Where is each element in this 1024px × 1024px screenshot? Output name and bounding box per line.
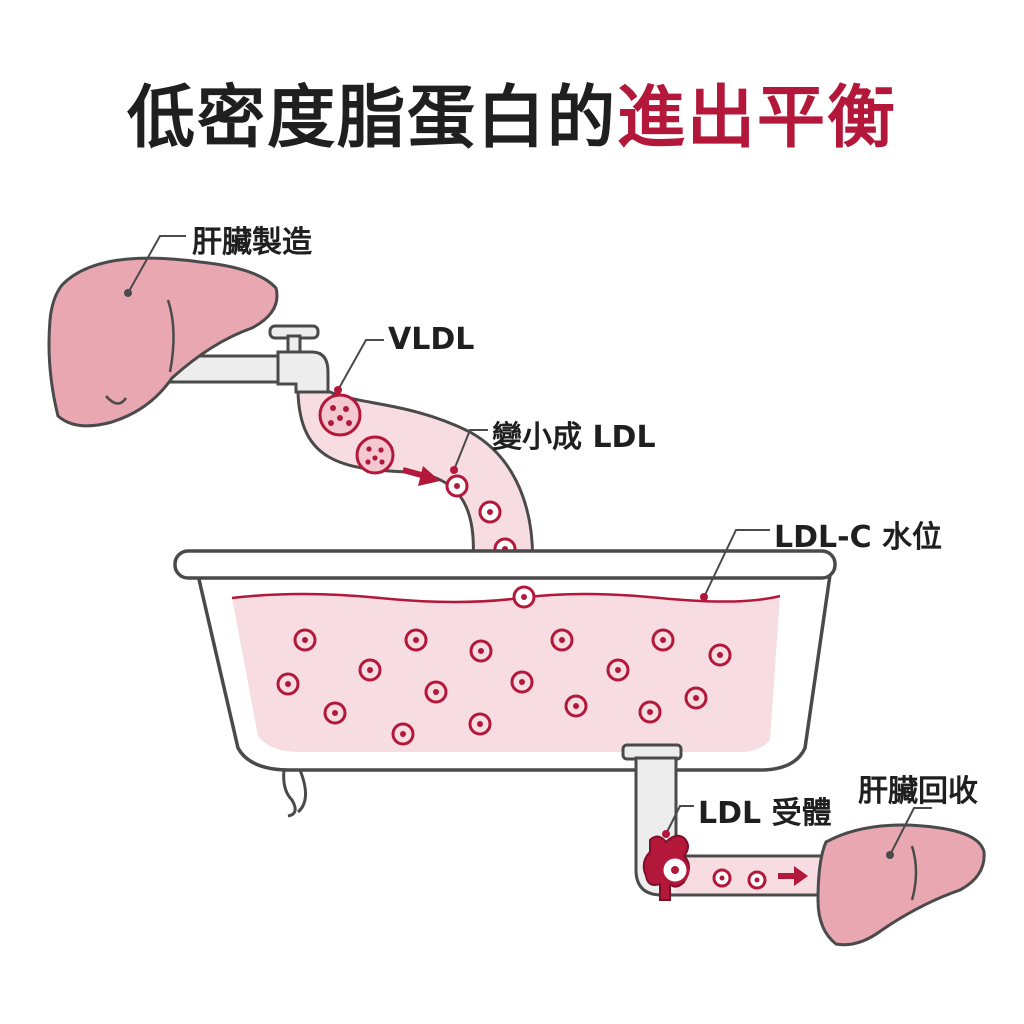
label-vldl: VLDL bbox=[388, 322, 475, 357]
liver-recovery bbox=[816, 823, 986, 947]
flow-arrow-head bbox=[418, 466, 440, 486]
leader-lines bbox=[127, 235, 932, 856]
bath-water bbox=[232, 594, 780, 752]
recovery-arrow-head bbox=[794, 866, 808, 886]
label-ldl-c-level: LDL-C 水位 bbox=[774, 520, 943, 555]
bathtub bbox=[173, 549, 837, 818]
tub-ldl-particles bbox=[276, 585, 732, 746]
title-main: 低密度脂蛋白的 bbox=[126, 79, 617, 158]
label-liver-production: 肝臟製造 bbox=[192, 225, 312, 260]
vldl-particle bbox=[318, 393, 362, 437]
vldl-particle bbox=[355, 435, 395, 475]
leader-dots bbox=[124, 289, 894, 859]
diagram-title: 低密度脂蛋白的進出平衡 bbox=[0, 62, 1024, 161]
drain-ldl-particles bbox=[712, 868, 767, 890]
ldl-receptor bbox=[642, 834, 690, 901]
label-shrink-to-ldl: 變小成 LDL bbox=[492, 420, 656, 455]
title-accent: 進出平衡 bbox=[617, 79, 898, 158]
liver-source bbox=[47, 256, 279, 428]
label-liver-recovery: 肝臟回收 bbox=[858, 774, 978, 809]
label-ldl-receptor: LDL 受體 bbox=[698, 796, 832, 831]
